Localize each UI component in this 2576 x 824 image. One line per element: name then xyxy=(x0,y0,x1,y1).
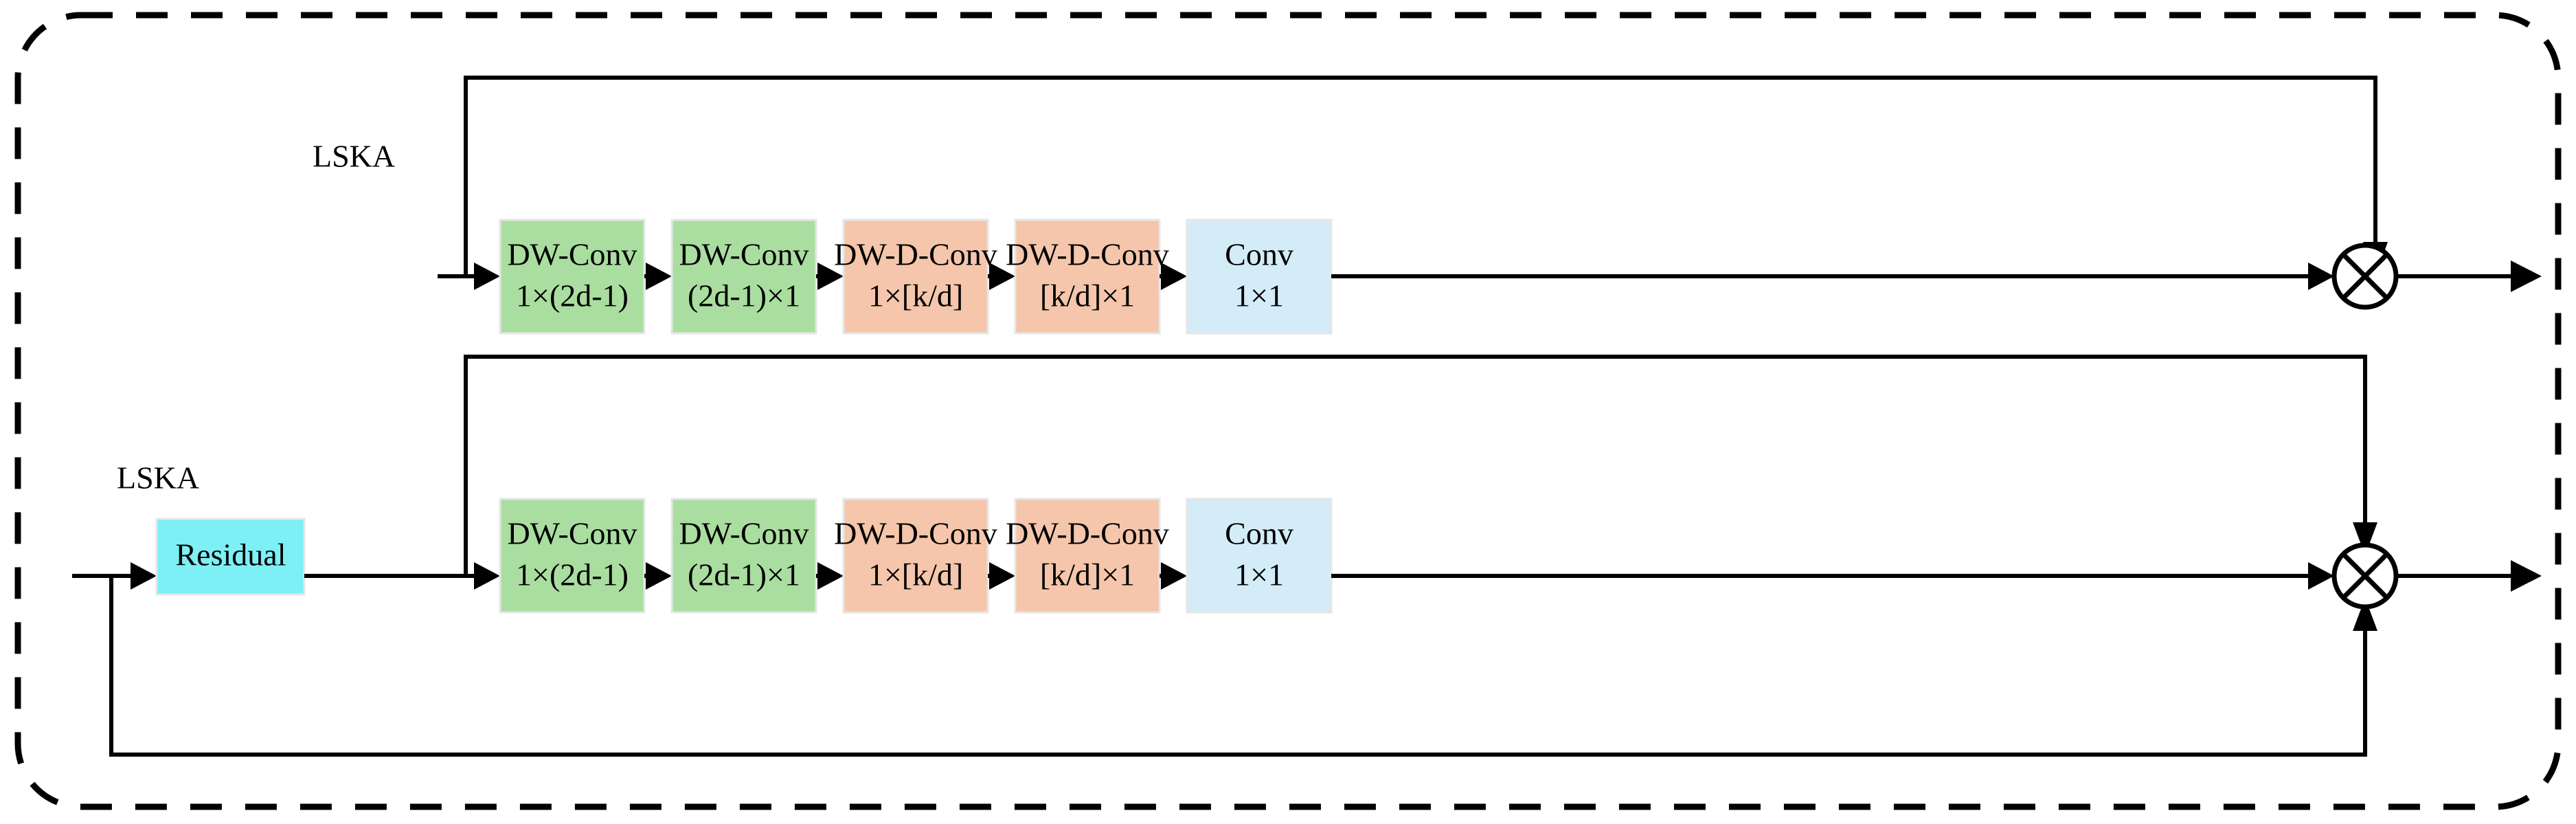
block-label-line2: 1×(2d-1) xyxy=(516,557,629,592)
arrowhead-top-in-1 xyxy=(474,263,500,290)
arrowhead-bottom-output xyxy=(2511,560,2542,592)
bottom-row-output-wire xyxy=(2396,560,2542,592)
wire-bottom-1-to-2 xyxy=(644,562,672,590)
arrowhead-bottom-3 xyxy=(817,562,844,590)
block-label-line1: DW-D-Conv xyxy=(834,237,997,272)
arrowhead-bottom-multiply xyxy=(2308,562,2334,590)
top-row-input-wire xyxy=(438,263,500,290)
block-label-line1: Conv xyxy=(1225,237,1293,272)
block-bottom-dwconv-2[interactable]: DW-Conv (2d-1)×1 xyxy=(670,498,817,614)
block-label-line1: DW-D-Conv xyxy=(834,516,997,551)
wire-top-4-to-5 xyxy=(1160,263,1187,290)
block-top-dwconv-1[interactable]: DW-Conv 1×(2d-1) xyxy=(499,219,646,335)
arrowhead-top-2 xyxy=(646,263,672,290)
block-label-line2: (2d-1)×1 xyxy=(688,278,800,313)
wire-top-3-to-4 xyxy=(988,263,1015,290)
arrowhead-bottom-4 xyxy=(989,562,1015,590)
branch-label-top: LSKA xyxy=(313,139,395,174)
block-label-line1: DW-Conv xyxy=(507,237,637,272)
block-label-line2: [k/d]×1 xyxy=(1040,278,1135,313)
wire-top-conv-to-multiply xyxy=(1331,263,2334,290)
wire-top-2-to-3 xyxy=(816,263,844,290)
bottom-row-input-wire xyxy=(72,562,157,590)
operator-top-multiply[interactable] xyxy=(2331,243,2399,310)
block-label-line2: (2d-1)×1 xyxy=(688,557,800,592)
block-top-dwdconv-2[interactable]: DW-D-Conv [k/d]×1 xyxy=(1006,219,1169,335)
wire-bottom-residual-to-1 xyxy=(304,562,500,590)
arrowhead-bottom-in-residual xyxy=(131,562,157,590)
block-bottom-dwdconv-2[interactable]: DW-D-Conv [k/d]×1 xyxy=(1006,498,1169,614)
block-label-line1: DW-Conv xyxy=(507,516,637,551)
block-label-line2: 1×[k/d] xyxy=(868,557,963,592)
block-label-line1: DW-Conv xyxy=(679,237,809,272)
top-row-output-wire xyxy=(2396,260,2542,292)
arrowhead-top-output xyxy=(2511,260,2542,292)
arrowhead-top-multiply xyxy=(2308,263,2334,290)
wire-top-1-to-2 xyxy=(644,263,672,290)
block-label-line1: DW-D-Conv xyxy=(1006,237,1169,272)
block-top-dwconv-2[interactable]: DW-Conv (2d-1)×1 xyxy=(670,219,817,335)
outer-dashed-frame xyxy=(14,12,2562,810)
arrowhead-bottom-1 xyxy=(474,562,500,590)
block-label-line2: 1×1 xyxy=(1234,278,1284,313)
block-label-residual: Residual xyxy=(176,537,286,572)
block-label-line2: 1×[k/d] xyxy=(868,278,963,313)
block-label-line2: [k/d]×1 xyxy=(1040,557,1135,592)
arrowhead-bottom-5 xyxy=(1161,562,1187,590)
wire-bottom-4-to-5 xyxy=(1160,562,1187,590)
branch-label-bottom: LSKA xyxy=(117,460,199,495)
attention-skip-connection-bottom xyxy=(464,355,2377,576)
block-top-conv[interactable]: Conv 1×1 xyxy=(1186,219,1333,335)
block-label-line1: DW-D-Conv xyxy=(1006,516,1169,551)
arrowhead-bottom-residual xyxy=(2353,598,2377,631)
block-bottom-residual[interactable]: Residual xyxy=(155,517,306,596)
block-bottom-conv[interactable]: Conv 1×1 xyxy=(1186,498,1333,614)
block-label-line1: Conv xyxy=(1225,516,1293,551)
block-top-dwdconv-1[interactable]: DW-D-Conv 1×[k/d] xyxy=(834,219,997,335)
wire-bottom-2-to-3 xyxy=(816,562,844,590)
block-label-line2: 1×1 xyxy=(1234,557,1284,592)
arrowhead-top-3 xyxy=(817,263,844,290)
arrowhead-bottom-skip xyxy=(2353,522,2377,555)
operator-bottom-multiply[interactable] xyxy=(2331,542,2399,610)
block-bottom-dwdconv-1[interactable]: DW-D-Conv 1×[k/d] xyxy=(834,498,997,614)
wire-bottom-conv-to-multiply xyxy=(1331,562,2334,590)
arrowhead-top-4 xyxy=(989,263,1015,290)
arrowhead-bottom-2 xyxy=(646,562,672,590)
block-label-line2: 1×(2d-1) xyxy=(516,278,629,313)
arrowhead-top-5 xyxy=(1161,263,1187,290)
block-label-line1: DW-Conv xyxy=(679,516,809,551)
wire-bottom-3-to-4 xyxy=(988,562,1015,590)
block-bottom-dwconv-1[interactable]: DW-Conv 1×(2d-1) xyxy=(499,498,646,614)
residual-skip-connection xyxy=(109,576,2377,757)
